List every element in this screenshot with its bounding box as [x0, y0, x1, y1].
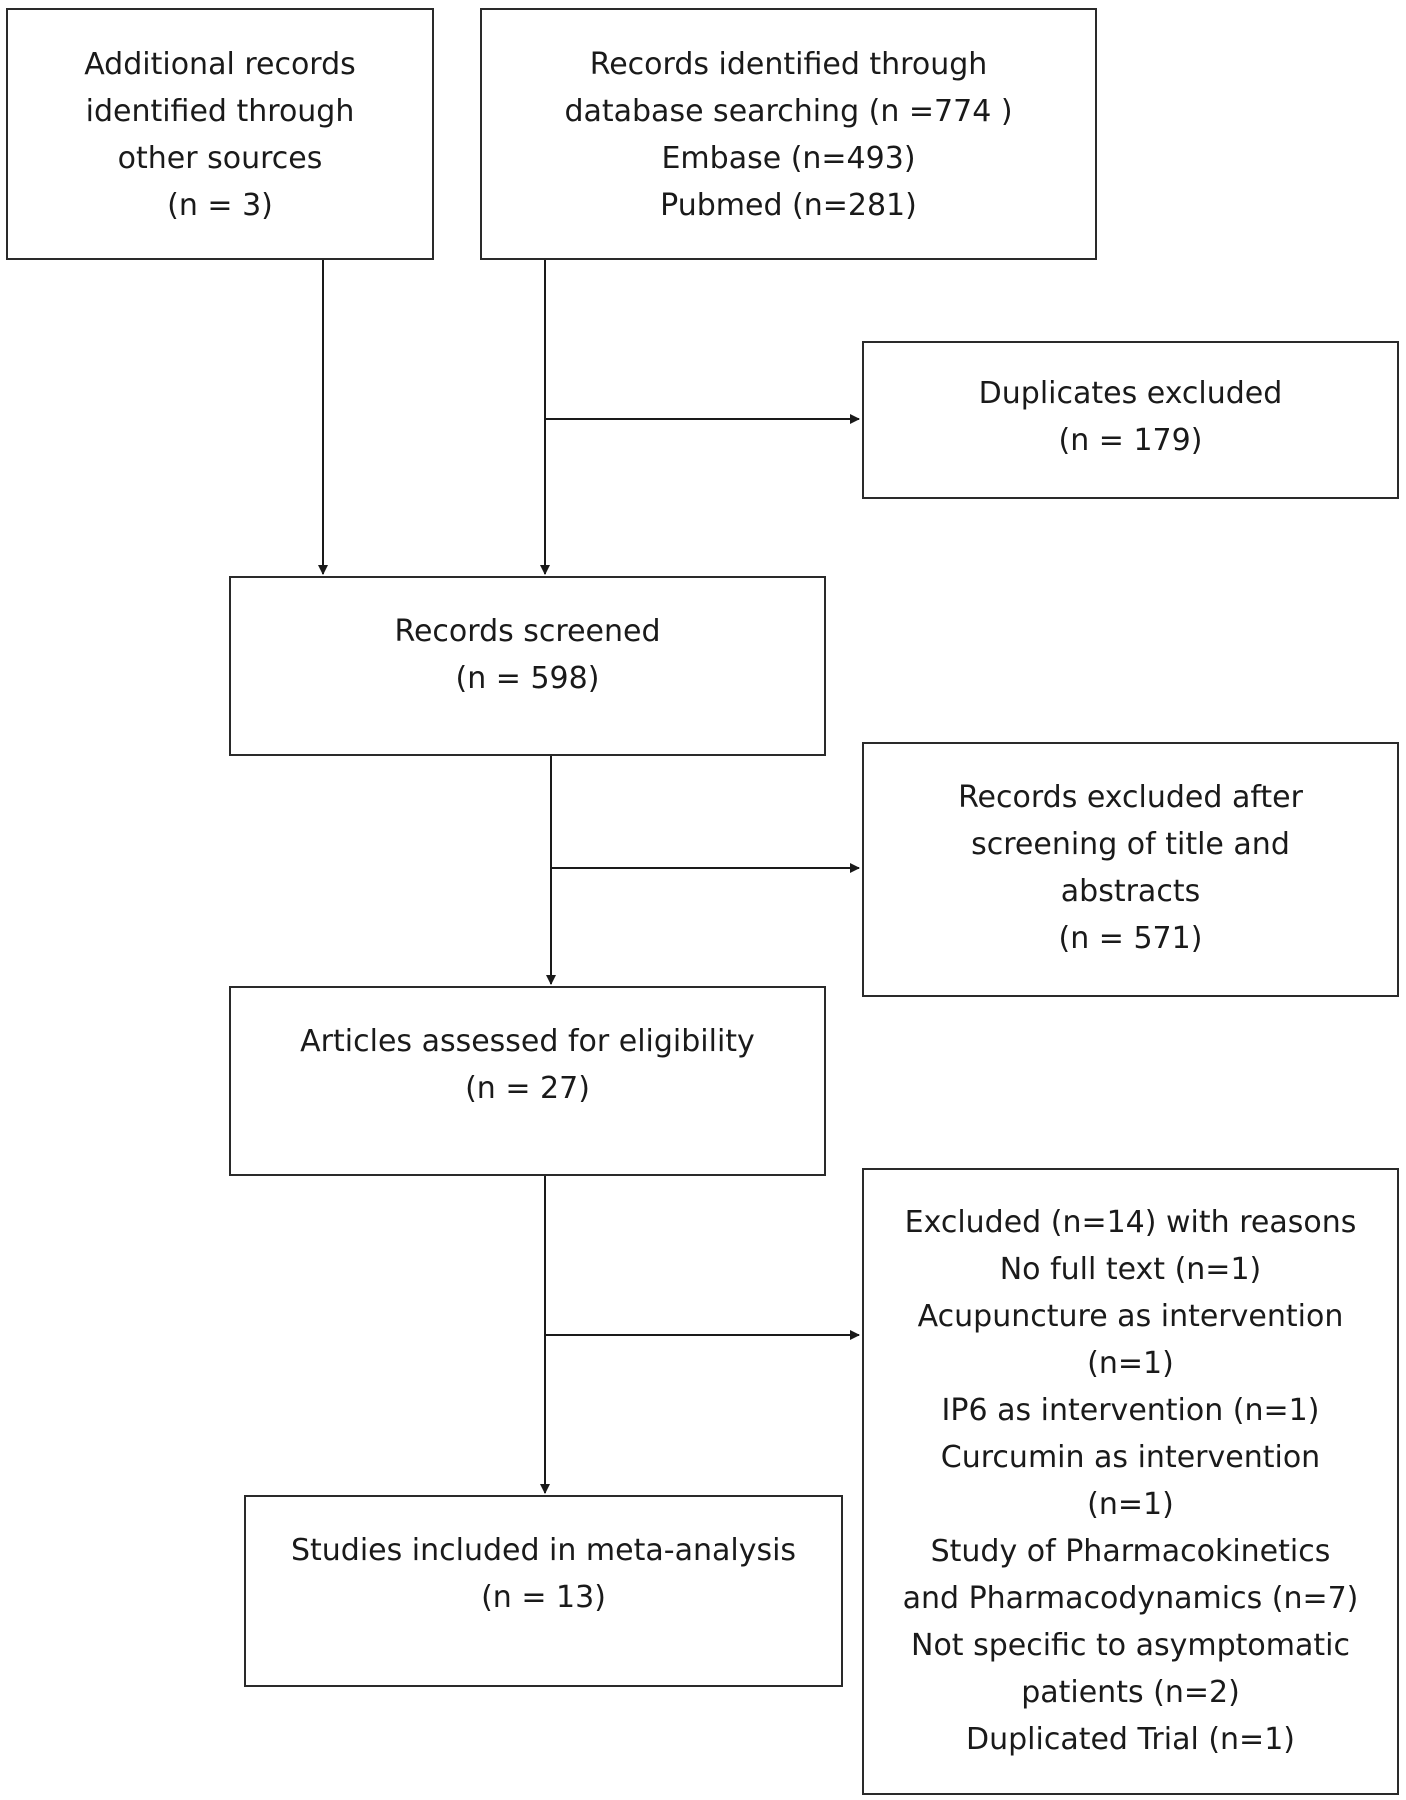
- excluded-reasons-header: Excluded (n=14) with reasons: [904, 1205, 1357, 1240]
- excluded-reason-item: Study of Pharmacokinetics: [930, 1534, 1331, 1569]
- records-excluded-title-line-3: abstracts: [1060, 874, 1201, 909]
- duplicates-excluded-box: Duplicates excluded (n = 179): [862, 341, 1399, 499]
- records-excluded-title-box: Records excluded after screening of titl…: [862, 742, 1399, 997]
- records-screened-label: Records screened: [394, 614, 661, 649]
- excluded-with-reasons-box: Excluded (n=14) with reasons No full tex…: [862, 1168, 1399, 1795]
- excluded-reason-item: Duplicated Trial (n=1): [966, 1722, 1295, 1757]
- database-records-embase: Embase (n=493): [661, 141, 916, 176]
- database-records-line-2: database searching (n =774 ): [564, 94, 1013, 129]
- records-screened-box: Records screened (n = 598): [229, 576, 826, 756]
- articles-assessed-box: Articles assessed for eligibility (n = 2…: [229, 986, 826, 1176]
- duplicates-excluded-count: (n = 179): [1058, 423, 1203, 458]
- additional-records-line-2: identified through: [85, 94, 355, 129]
- duplicates-excluded-label: Duplicates excluded: [978, 376, 1283, 411]
- excluded-reason-item: (n=1): [1087, 1346, 1174, 1381]
- excluded-reason-item: Acupuncture as intervention: [917, 1299, 1344, 1334]
- excluded-reason-item: IP6 as intervention (n=1): [941, 1393, 1320, 1428]
- excluded-reason-item: patients (n=2): [1021, 1675, 1240, 1710]
- database-records-pubmed: Pubmed (n=281): [660, 188, 917, 223]
- studies-included-box: Studies included in meta-analysis (n = 1…: [244, 1495, 843, 1687]
- excluded-reason-item: No full text (n=1): [999, 1252, 1262, 1287]
- additional-records-box: Additional records identified through ot…: [6, 8, 434, 260]
- excluded-reason-item: (n=1): [1087, 1487, 1174, 1522]
- articles-assessed-label: Articles assessed for eligibility: [300, 1024, 755, 1059]
- studies-included-count: (n = 13): [481, 1580, 606, 1615]
- excluded-reason-item: and Pharmacodynamics (n=7): [902, 1581, 1359, 1616]
- records-excluded-title-count: (n = 571): [1058, 921, 1203, 956]
- records-excluded-title-line-2: screening of title and: [971, 827, 1290, 862]
- records-screened-count: (n = 598): [455, 661, 600, 696]
- articles-assessed-count: (n = 27): [465, 1071, 590, 1106]
- studies-included-label: Studies included in meta-analysis: [290, 1533, 797, 1568]
- database-records-box: Records identified through database sear…: [480, 8, 1097, 260]
- additional-records-line-1: Additional records: [84, 47, 356, 82]
- records-excluded-title-line-1: Records excluded after: [958, 780, 1303, 815]
- additional-records-line-3: other sources: [117, 141, 323, 176]
- excluded-reason-item: Not specific to asymptomatic: [911, 1628, 1350, 1663]
- additional-records-count: (n = 3): [167, 188, 273, 223]
- database-records-line-1: Records identified through: [589, 47, 988, 82]
- excluded-reason-item: Curcumin as intervention: [940, 1440, 1321, 1475]
